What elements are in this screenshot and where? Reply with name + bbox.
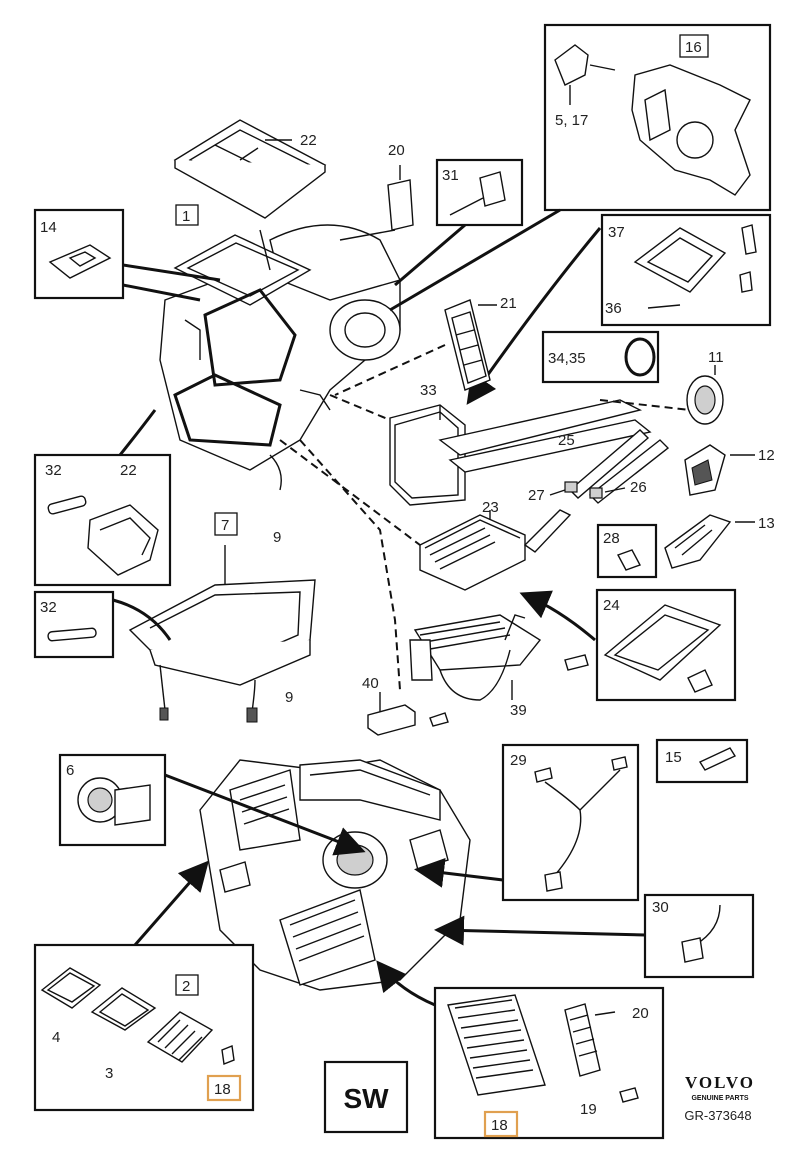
detail-box-32 [33, 590, 172, 659]
detail-box-14 [33, 208, 221, 302]
hvac-housing-lower [199, 759, 471, 991]
callout-7: 7 [221, 517, 229, 534]
callout-5-17: 5, 17 [555, 112, 588, 129]
pipes-26-27 [549, 429, 670, 504]
filter-22-top [173, 119, 327, 271]
resistor-39 [299, 439, 589, 701]
callout-30: 30 [652, 899, 669, 916]
callout-27: 27 [528, 487, 545, 504]
callout-9-lower: 9 [285, 689, 293, 706]
detail-box-24 [519, 588, 737, 702]
part-13 [664, 514, 755, 569]
detail-box-28 [596, 523, 658, 579]
callout-32-upper: 32 [45, 462, 62, 479]
brand-logo: VOLVO [685, 1073, 755, 1092]
tray-7 [128, 545, 316, 723]
part-40 [367, 692, 449, 736]
callout-9-upper: 9 [273, 529, 281, 546]
hvac-housing-upper [159, 224, 402, 491]
detail-box-16 [389, 23, 772, 312]
callout-37: 37 [608, 224, 625, 241]
brand-subtitle: GENUINE PARTS [691, 1095, 748, 1102]
reference-number: GR-373648 [684, 1108, 751, 1123]
callout-18-right: 18 [491, 1117, 508, 1134]
callout-labels: 22 20 1 14 31 16 5, 17 37 36 21 34,35 11… [40, 34, 775, 1138]
detail-box-32-22 [33, 409, 172, 587]
heater-33 [329, 394, 652, 506]
sw-badge-box [323, 1060, 409, 1134]
callout-22-lower: 22 [120, 462, 137, 479]
callout-15: 15 [665, 749, 682, 766]
detail-box-cabin-filter [376, 960, 665, 1140]
detail-box-29 [414, 743, 640, 902]
callout-19: 19 [580, 1101, 597, 1118]
callout-12: 12 [758, 447, 775, 464]
flap-20 [339, 165, 414, 241]
callout-11: 11 [708, 349, 724, 366]
callout-20-lower: 20 [632, 1005, 649, 1022]
callout-13: 13 [758, 515, 775, 532]
callout-14: 14 [40, 219, 57, 236]
callout-36: 36 [605, 300, 622, 317]
callout-4: 4 [52, 1029, 60, 1046]
callout-2: 2 [182, 978, 190, 995]
callout-32-lower: 32 [40, 599, 57, 616]
sw-badge: SW [343, 1083, 389, 1114]
callout-20: 20 [388, 142, 405, 159]
detail-box-30 [434, 893, 755, 979]
callout-16: 16 [685, 39, 702, 56]
callout-18-left: 18 [214, 1081, 231, 1098]
callout-31: 31 [442, 167, 459, 184]
detail-box-6 [58, 753, 366, 856]
detail-box-15 [655, 738, 749, 784]
callout-28: 28 [603, 530, 620, 547]
part-12 [684, 444, 755, 496]
callout-40: 40 [362, 675, 379, 692]
callout-1: 1 [182, 208, 190, 225]
heater-23 [279, 439, 572, 591]
callout-29: 29 [510, 752, 527, 769]
detail-box-34-35 [541, 330, 660, 384]
detail-box-31 [394, 158, 524, 287]
callout-23: 23 [482, 499, 499, 516]
callout-34-35: 34,35 [548, 350, 586, 367]
callout-22-top: 22 [300, 132, 317, 149]
part-21 [334, 299, 497, 396]
callout-26: 26 [630, 479, 647, 496]
callout-24: 24 [603, 597, 620, 614]
callout-33: 33 [420, 382, 437, 399]
callout-6: 6 [66, 762, 74, 779]
detail-box-37 [466, 213, 772, 405]
part-11 [599, 365, 724, 425]
callout-39: 39 [510, 702, 527, 719]
callout-21: 21 [500, 295, 517, 312]
callout-3: 3 [105, 1065, 113, 1082]
callout-25: 25 [558, 432, 575, 449]
